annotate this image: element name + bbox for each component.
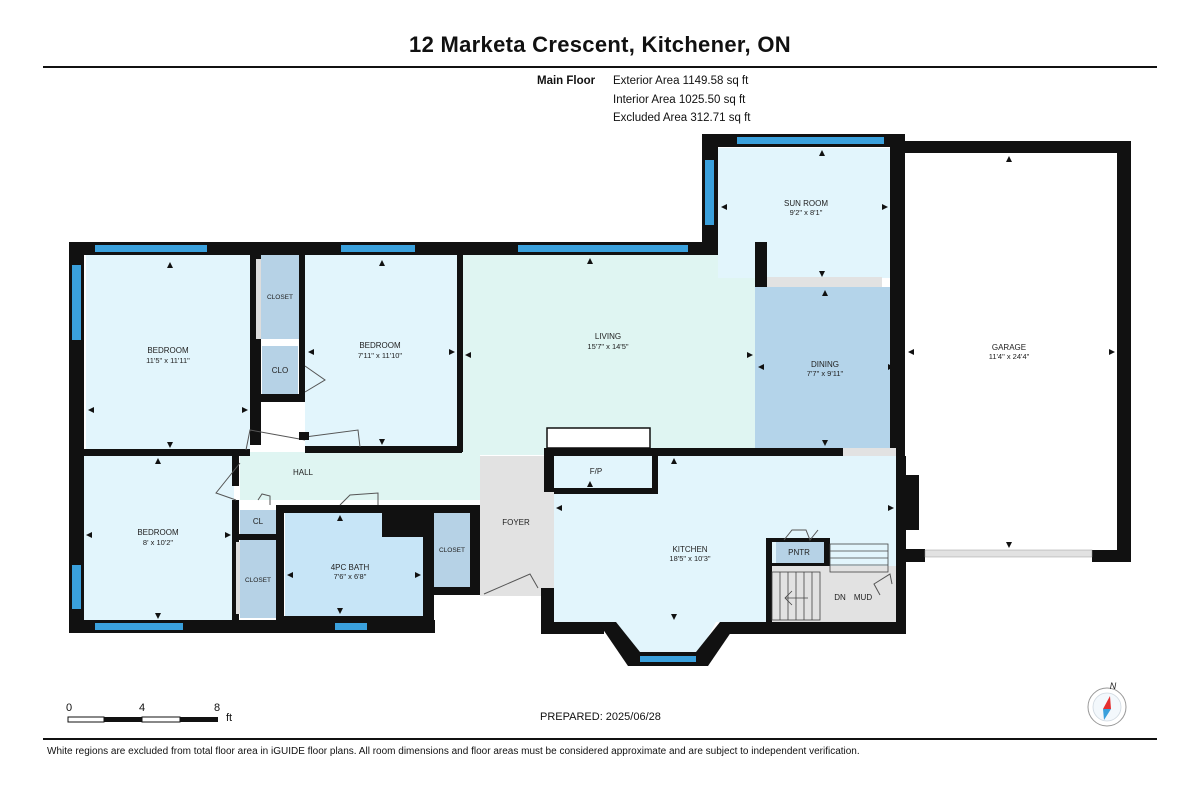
bedroom-1-area	[86, 255, 250, 449]
mud-area	[770, 566, 898, 622]
clo-label: CLO	[272, 366, 288, 375]
door-hinge	[299, 432, 309, 440]
prepared-date: PREPARED: 2025/06/28	[540, 711, 661, 723]
scale-tick-4: 4	[139, 702, 146, 714]
excluded-area: Excluded Area 312.71 sq ft	[613, 112, 751, 124]
bedroom-3-label: BEDROOM	[137, 528, 179, 537]
bedroom-1-dims: 11'5" x 11'11"	[146, 356, 190, 365]
bath-dims: 7'6" x 6'8"	[334, 572, 367, 581]
bedroom-2-area	[305, 255, 457, 449]
mud-label: MUD	[854, 593, 872, 602]
sunroom-label: SUN ROOM	[784, 199, 828, 208]
sunroom-area	[718, 148, 890, 278]
door-swings	[215, 365, 893, 596]
hall-label: HALL	[293, 468, 314, 477]
stairs-down-label: DN	[834, 593, 846, 602]
kitchen-label: KITCHEN	[672, 545, 707, 554]
bedroom-3-area	[84, 456, 234, 620]
scale-tick-8: 8	[214, 702, 221, 714]
garage-label: GARAGE	[992, 343, 1026, 352]
pantry-area	[776, 540, 824, 564]
sunroom-dims: 9'2" x 8'1"	[790, 208, 823, 217]
dining-dims: 7'7" x 9'11"	[807, 369, 844, 378]
garage-dims: 11'4" x 24'4"	[989, 352, 1030, 361]
footer-disclaimer: White regions are excluded from total fl…	[47, 746, 860, 757]
closet-left-area	[240, 540, 276, 618]
closet-top-area	[261, 255, 299, 339]
header-rule	[43, 66, 1157, 68]
closet-foyer-area	[434, 512, 470, 587]
living-dims: 15'7" x 14'5"	[587, 342, 628, 351]
footer-rule	[43, 738, 1157, 740]
cl-area	[240, 510, 276, 534]
foyer-label: FOYER	[502, 518, 530, 527]
kitchen-dims: 18'5" x 10'3"	[669, 554, 710, 563]
pantry-label: PNTR	[788, 548, 810, 557]
fireplace-area	[554, 456, 654, 490]
dining-area	[755, 287, 896, 448]
page-title: 12 Marketa Crescent, Kitchener, ON	[409, 32, 791, 57]
dining-label: DINING	[811, 360, 839, 369]
compass-icon: N	[1087, 681, 1127, 727]
living-label: LIVING	[595, 332, 621, 341]
bay-window	[598, 622, 738, 666]
dimension-arrows	[86, 150, 1115, 620]
stairs	[771, 543, 889, 621]
bath-label: 4PC BATH	[331, 563, 370, 572]
scale-bar	[67, 716, 218, 723]
bedroom-3-dims: 8' x 10'2"	[143, 538, 173, 547]
clo-area	[262, 346, 298, 394]
bedroom-2-label: BEDROOM	[359, 341, 401, 350]
scale-unit: ft	[226, 712, 233, 724]
scale-tick-0: 0	[66, 702, 73, 714]
closet-foyer-label: CLOSET	[439, 547, 465, 554]
compass-north-label: N	[1110, 681, 1117, 691]
windows	[72, 137, 884, 630]
exterior-area: Exterior Area 1149.58 sq ft	[613, 75, 749, 87]
openings	[236, 259, 1093, 614]
room-fills	[84, 148, 898, 652]
fireplace-label: F/P	[590, 467, 602, 476]
cl-label: CL	[253, 517, 264, 526]
closet-top-label: CLOSET	[267, 294, 293, 301]
bedroom-2-dims: 7'11" x 11'10"	[358, 351, 403, 360]
area-lines: Exterior Area 1149.58 sq ft Interior Are…	[613, 72, 750, 128]
level-label: Main Floor	[537, 75, 596, 87]
room-labels: BEDROOM 11'5" x 11'11" BEDROOM 7'11" x 1…	[137, 199, 1029, 602]
bedroom-1-label: BEDROOM	[147, 346, 189, 355]
foyer-area	[480, 456, 554, 588]
closet-left-label: CLOSET	[245, 577, 271, 584]
bay-window-area	[612, 622, 716, 652]
interior-area: Interior Area 1025.50 sq ft	[613, 93, 746, 106]
